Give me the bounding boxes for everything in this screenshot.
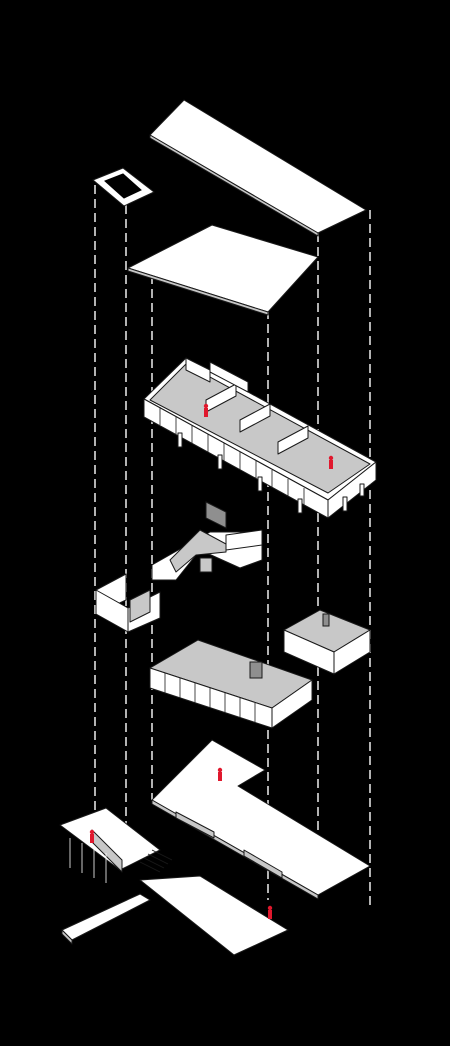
human-figure-icon xyxy=(328,455,334,469)
human-figure-icon xyxy=(217,767,223,781)
glazing-mullions xyxy=(164,673,256,723)
human-figure-icon xyxy=(203,403,209,417)
partition-core xyxy=(151,501,263,581)
skylight-frame xyxy=(92,167,155,207)
ceiling-slab xyxy=(127,224,319,316)
upper-floor-volume xyxy=(143,357,377,519)
stairs xyxy=(139,849,173,873)
human-figures xyxy=(89,403,334,919)
window-mullions xyxy=(159,407,305,506)
upper-partitions xyxy=(185,357,309,455)
right-enclosure xyxy=(283,609,371,675)
human-figure-icon xyxy=(89,829,95,843)
floor-slab xyxy=(151,739,371,900)
columns xyxy=(177,432,365,514)
ground-enclosure xyxy=(149,639,313,729)
human-figure-icon xyxy=(267,905,273,919)
left-enclosure xyxy=(95,573,161,633)
entrance-terrace xyxy=(59,807,289,956)
roof-slab xyxy=(149,99,367,237)
terrace-posts xyxy=(69,838,107,883)
